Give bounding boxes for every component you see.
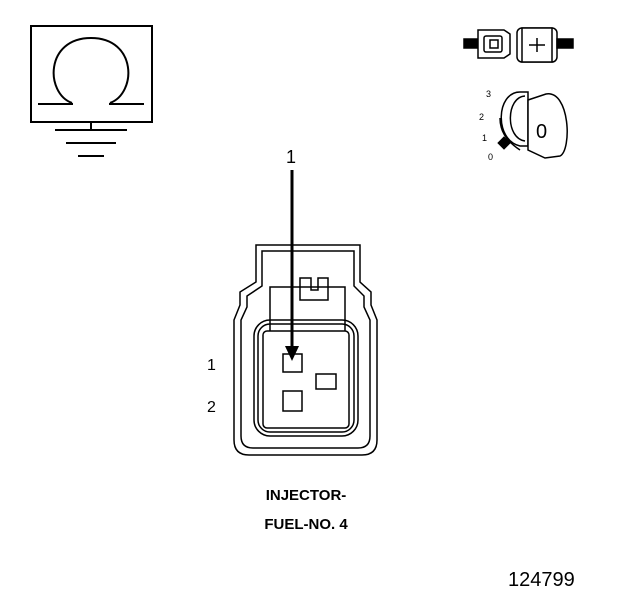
caption-line-1: INJECTOR-: [266, 487, 347, 504]
switch-position-label: 1: [482, 133, 487, 143]
connector-cavity-area: [262, 330, 350, 429]
ohm-icon: [38, 36, 144, 105]
pin-cavity-3: [315, 373, 337, 390]
pointer-arrow: [285, 170, 299, 361]
figure-id: 124799: [508, 569, 575, 591]
switch-position-label: 0: [488, 152, 493, 162]
meter-frame: [30, 25, 153, 123]
locking-tab: [299, 277, 329, 301]
caption-line-2: FUEL-NO. 4: [264, 516, 348, 533]
ground-icon: [55, 122, 127, 157]
connector-plug-icon: [463, 27, 574, 63]
connector-outer-shell-inner-line: [240, 250, 371, 449]
connector-face: [233, 244, 378, 456]
pin-label-2: 2: [207, 399, 216, 416]
switch-position-label: 3: [486, 89, 491, 99]
switch-position-label: 2: [479, 112, 484, 122]
ohmmeter-symbol: [30, 25, 153, 157]
pointer-number: 1: [286, 147, 296, 167]
pin-label-1: 1: [207, 357, 216, 374]
connector-housing: [253, 319, 359, 437]
ignition-key-icon: 3 2 1 0 0: [479, 89, 568, 162]
key-position-label: 0: [536, 121, 547, 143]
pin-cavity-2: [282, 390, 303, 412]
connector-outer-shell: [233, 244, 378, 456]
latch-frame: [269, 286, 346, 331]
